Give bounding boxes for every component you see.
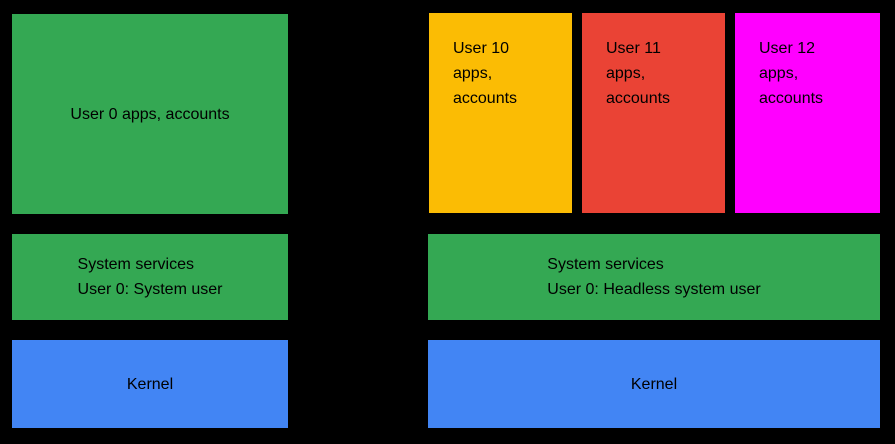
left-kernel-box: Kernel xyxy=(12,340,288,428)
right-kernel-label: Kernel xyxy=(630,375,678,393)
right-user10-apps-box: User 10 apps, accounts xyxy=(429,13,572,213)
left-user0-apps-box: User 0 apps, accounts xyxy=(12,14,288,214)
left-system-services-label: System services User 0: System user xyxy=(77,256,223,298)
right-system-services-box: System services User 0: Headless system … xyxy=(428,234,880,320)
right-user12-apps-label: User 12 apps, accounts xyxy=(759,40,824,107)
left-system-services-box: System services User 0: System user xyxy=(12,234,288,320)
left-user0-apps-label: User 0 apps, accounts xyxy=(70,105,230,123)
right-user11-apps-box: User 11 apps, accounts xyxy=(582,13,725,213)
right-user12-apps-box: User 12 apps, accounts xyxy=(735,13,880,213)
right-system-services-label: System services User 0: Headless system … xyxy=(547,256,761,298)
left-kernel-label: Kernel xyxy=(126,375,174,393)
right-user11-apps-label: User 11 apps, accounts xyxy=(606,40,671,107)
right-kernel-box: Kernel xyxy=(428,340,880,428)
right-user10-apps-label: User 10 apps, accounts xyxy=(453,40,518,107)
